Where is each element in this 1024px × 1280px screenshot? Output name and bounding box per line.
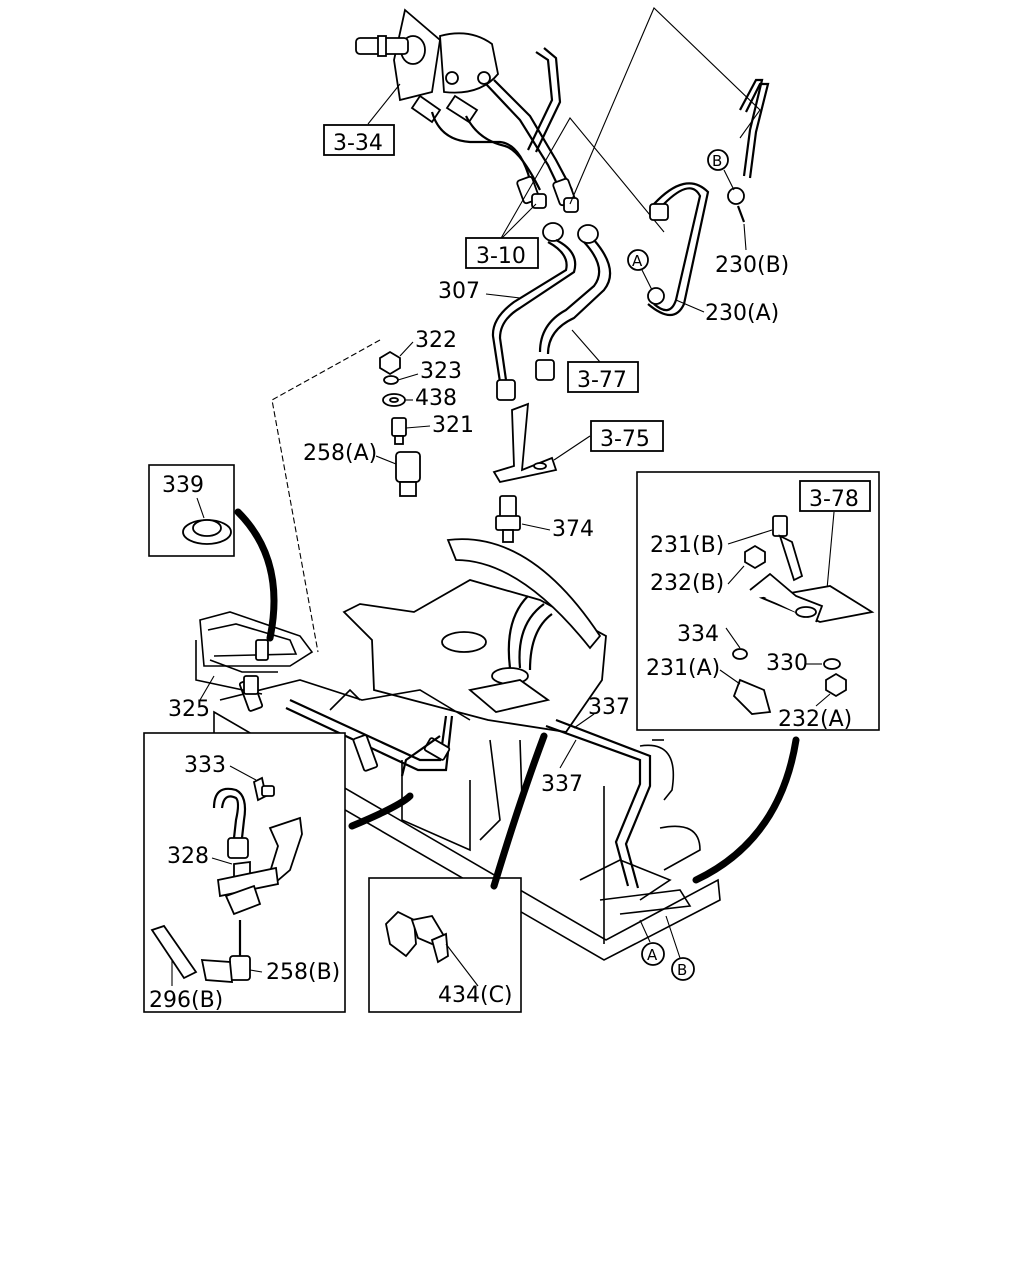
part-label-339: 339 [162,473,204,498]
svg-text:B: B [712,152,722,170]
part-label-296b: 296(B) [149,988,223,1013]
part-label-258b: 258(B) [266,960,340,985]
part-label-328: 328 [167,844,209,869]
part-label-231b: 231(B) [650,533,724,558]
svg-text:B: B [677,961,687,979]
part-label-337-upper: 337 [588,695,630,720]
reference-3-75: 3-75 [553,420,664,461]
reference-label: 3-75 [600,427,650,452]
part-label-230b: 230(B) [715,253,789,278]
pipe-3-77-drawing [535,224,612,381]
reference-3-10: 3-10 [465,237,539,269]
injection-pump-drawing [355,8,499,124]
part-label-325: 325 [168,697,210,722]
part-label-438: 438 [415,386,457,411]
detail-box-434c: 434(C) [368,877,522,1013]
marker-a-top: A [627,249,653,291]
reference-label: 3-34 [333,131,383,156]
part-label-232a: 232(A) [778,707,852,732]
part-label-323: 323 [420,359,462,384]
reference-label: 3-78 [809,487,859,512]
part-label-231a: 231(A) [646,656,720,681]
reference-label: 3-77 [577,368,627,393]
marker-b-top: B [707,149,735,191]
part-label-330: 330 [766,651,808,676]
fitting-stack-drawing [379,350,421,497]
pipe-307-drawing [491,222,577,401]
reference-3-77: 3-77 [567,329,639,393]
detail-box-3-78: 3-78 [636,471,880,731]
pipe-230-drawing [647,78,770,317]
reference-3-34: 3-34 [323,83,401,156]
callout-arc-3-78 [692,736,800,884]
part-label-434c: 434(C) [438,983,513,1008]
part-label-333: 333 [184,753,226,778]
filler-neck-325-drawing [195,611,314,695]
bracket-3-75-drawing [492,402,558,543]
part-label-321: 321 [432,413,474,438]
marker-b-bottom: B [665,915,695,981]
part-label-337-lower: 337 [541,772,583,797]
part-label-232b: 232(B) [650,571,724,596]
svg-text:A: A [647,946,658,964]
part-label-374: 374 [552,517,594,542]
detail-box-328 [143,732,346,1013]
fuel-tank-drawing [342,538,607,733]
callout-arc-328 [348,792,414,830]
part-label-322: 322 [415,328,457,353]
dashed-leader-frame [271,339,381,653]
callout-arc-339 [234,508,278,642]
fuel-delivery-pipes-top [430,47,579,213]
part-label-230a: 230(A) [705,301,779,326]
marker-a-bottom: A [639,919,665,966]
svg-text:A: A [632,252,643,270]
part-label-307: 307 [438,279,480,304]
detail-box-339: 339 [148,464,235,557]
leader-lines-top [499,7,761,241]
callout-arc-434c [490,732,548,890]
reference-label: 3-10 [476,244,526,269]
part-label-334: 334 [677,622,719,647]
part-label-258a: 258(A) [303,441,377,466]
